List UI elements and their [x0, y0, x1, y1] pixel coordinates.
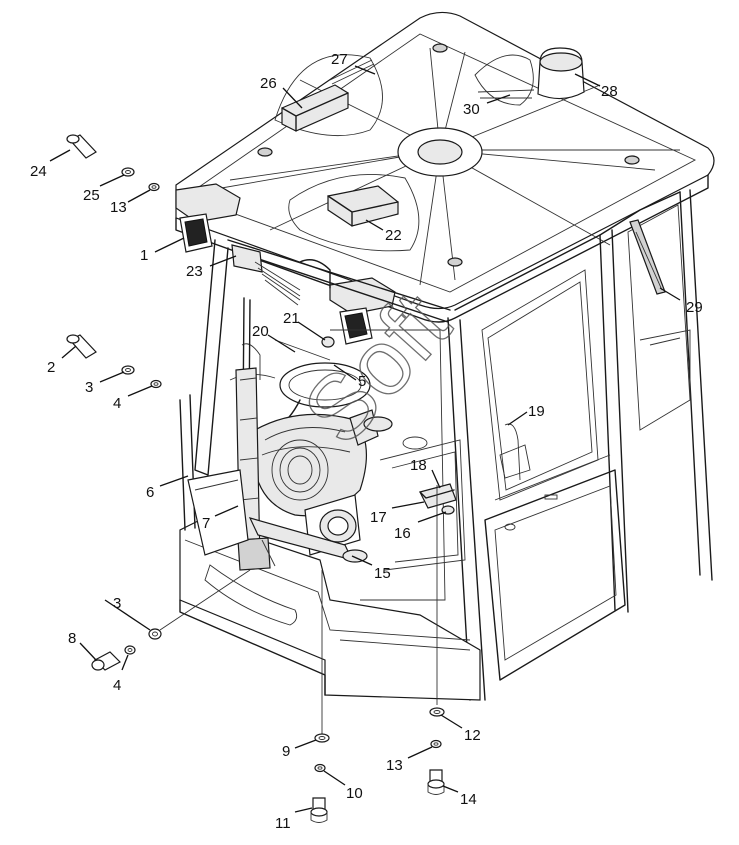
- callout-6: 6: [146, 484, 154, 501]
- callout-13: 13: [386, 757, 403, 774]
- callout-10: 10: [346, 785, 363, 802]
- callout-2: 2: [47, 359, 55, 376]
- callout-4: 4: [113, 677, 121, 694]
- rear-wiper: [629, 219, 666, 295]
- control-box: [419, 483, 457, 515]
- callout-22: 22: [385, 227, 402, 244]
- leader-lines: [49, 65, 681, 813]
- washer-3: [121, 365, 135, 375]
- lockwasher-4b: [124, 645, 136, 655]
- callout-4: 4: [113, 395, 121, 412]
- callout-23: 23: [186, 263, 203, 280]
- lockwasher-13: [148, 182, 160, 192]
- callout-30: 30: [463, 101, 480, 118]
- lockwasher-10: [314, 763, 326, 773]
- bolt-14: [427, 769, 445, 795]
- washer-9: [314, 733, 330, 743]
- callout-27: 27: [331, 51, 348, 68]
- hardware-bolts-washers: [66, 134, 445, 823]
- bolt-2: [66, 334, 97, 359]
- cab-roof: [175, 11, 715, 323]
- callout-19: 19: [528, 403, 545, 420]
- callout-24: 24: [30, 163, 47, 180]
- lockwasher-4: [150, 379, 162, 389]
- callout-16: 16: [394, 525, 411, 542]
- bolt-8: [91, 651, 121, 671]
- lockwasher-13b: [430, 739, 442, 749]
- callout-12: 12: [464, 727, 481, 744]
- callout-18: 18: [410, 457, 427, 474]
- callout-1: 1: [140, 247, 148, 264]
- washer-25: [121, 167, 135, 177]
- callout-15: 15: [374, 565, 391, 582]
- callout-labels: 1 2 3 3 4 4 5 6 7 8 9 10 11 12 13 13 14 …: [30, 51, 703, 832]
- callout-14: 14: [460, 791, 477, 808]
- callout-11: 11: [275, 815, 291, 832]
- washer-3b: [148, 628, 162, 640]
- callout-28: 28: [601, 83, 618, 100]
- callout-20: 20: [252, 323, 269, 340]
- callout-8: 8: [68, 630, 76, 647]
- callout-29: 29: [686, 299, 703, 316]
- callout-5: 5: [358, 373, 366, 390]
- callout-3: 3: [85, 379, 93, 396]
- callout-7: 7: [202, 515, 210, 532]
- washer-12: [429, 707, 445, 717]
- front-wiper: [187, 297, 368, 571]
- callout-17: 17: [370, 509, 387, 526]
- bolt-11: [310, 797, 328, 823]
- callout-13: 13: [110, 199, 127, 216]
- callout-21: 21: [283, 310, 300, 327]
- callout-3: 3: [113, 595, 121, 612]
- callout-9: 9: [282, 743, 290, 760]
- work-lights: [175, 183, 396, 345]
- bolt-24: [66, 134, 97, 159]
- callout-26: 26: [260, 75, 277, 92]
- callout-25: 25: [83, 187, 100, 204]
